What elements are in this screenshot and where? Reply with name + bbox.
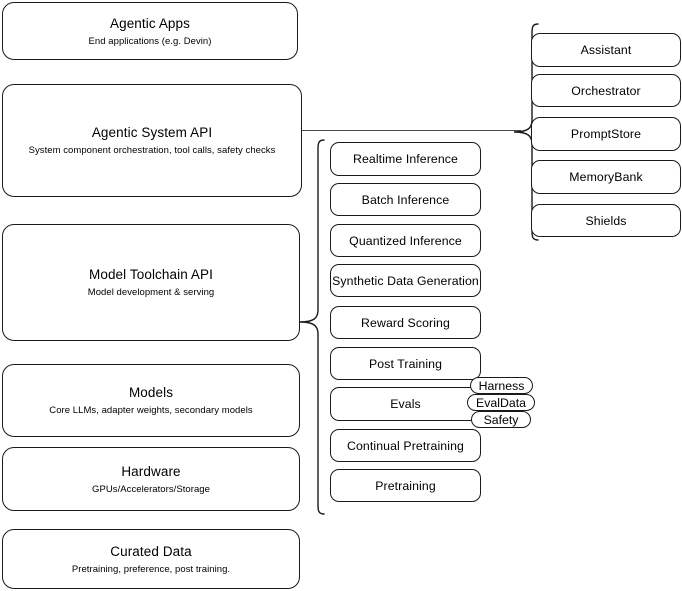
system-component-shields[interactable]: Shields	[531, 204, 681, 237]
brace-model-toolchain	[298, 138, 326, 516]
layer-subtitle: Model development & serving	[87, 287, 215, 298]
system-component-orchestrator[interactable]: Orchestrator	[531, 74, 681, 107]
chip-label: Batch Inference	[361, 192, 450, 207]
chip-label: Quantized Inference	[349, 233, 462, 248]
chip-label: Pretraining	[375, 478, 436, 493]
layer-box-agentic-system-api[interactable]: Agentic System API System component orch…	[2, 84, 302, 197]
layer-title: Agentic Apps	[109, 15, 190, 31]
layer-box-curated-data[interactable]: Curated Data Pretraining, preference, po…	[2, 529, 300, 589]
chip-label: Shields	[585, 213, 627, 228]
toolchain-item-quantized-inference[interactable]: Quantized Inference	[330, 224, 481, 257]
chip-label: PromptStore	[570, 127, 642, 141]
toolchain-item-post-training[interactable]: Post Training	[330, 347, 481, 380]
toolchain-item-realtime-inference[interactable]: Realtime Inference	[330, 142, 481, 176]
pill-label: Harness	[478, 378, 525, 393]
chip-label: Realtime Inference	[352, 152, 458, 166]
toolchain-item-batch-inference[interactable]: Batch Inference	[330, 183, 481, 216]
system-component-promptstore[interactable]: PromptStore	[531, 117, 681, 151]
chip-label: Reward Scoring	[361, 315, 450, 330]
toolchain-item-continual-pretraining[interactable]: Continual Pretraining	[330, 429, 481, 462]
layer-title: Hardware	[121, 463, 181, 479]
toolchain-item-reward-scoring[interactable]: Reward Scoring	[330, 306, 481, 339]
chip-label: Synthetic Data Generation	[332, 273, 479, 288]
layer-box-models[interactable]: Models Core LLMs, adapter weights, secon…	[2, 364, 300, 437]
layer-box-model-toolchain-api[interactable]: Model Toolchain API Model development & …	[2, 224, 300, 341]
system-component-memorybank[interactable]: MemoryBank	[531, 160, 681, 194]
layer-box-agentic-apps[interactable]: Agentic Apps End applications (e.g. Devi…	[2, 2, 298, 60]
system-component-assistant[interactable]: Assistant	[531, 33, 681, 67]
chip-label: Assistant	[580, 43, 632, 57]
layer-title: Curated Data	[110, 543, 192, 559]
chip-label: Orchestrator	[571, 83, 641, 98]
pill-label: Safety	[483, 412, 519, 427]
chip-label: MemoryBank	[569, 170, 643, 184]
layer-title: Models	[128, 385, 174, 400]
toolchain-item-synthetic-data-generation[interactable]: Synthetic Data Generation	[330, 264, 481, 297]
toolchain-item-evals[interactable]: Evals	[330, 387, 481, 421]
toolchain-item-pretraining[interactable]: Pretraining	[330, 469, 481, 502]
chip-label: Evals	[390, 397, 421, 411]
layer-subtitle: Core LLMs, adapter weights, secondary mo…	[49, 405, 253, 416]
layer-subtitle: Pretraining, preference, post training.	[71, 563, 231, 575]
layer-subtitle: System component orchestration, tool cal…	[28, 145, 276, 156]
layer-title: Agentic System API	[91, 125, 213, 140]
evals-badge-harness[interactable]: Harness	[470, 377, 533, 394]
layer-subtitle: GPUs/Accelerators/Storage	[92, 483, 210, 495]
layer-subtitle: End applications (e.g. Devin)	[88, 35, 212, 47]
evals-badge-evaldata[interactable]: EvalData	[467, 394, 535, 411]
chip-label: Post Training	[368, 356, 443, 371]
evals-badge-safety[interactable]: Safety	[471, 411, 531, 428]
layer-box-hardware[interactable]: Hardware GPUs/Accelerators/Storage	[2, 447, 300, 511]
connector-line-system-api-to-components	[302, 130, 521, 132]
layer-title: Model Toolchain API	[89, 267, 213, 282]
pill-label: EvalData	[476, 395, 526, 410]
chip-label: Continual Pretraining	[347, 438, 464, 453]
